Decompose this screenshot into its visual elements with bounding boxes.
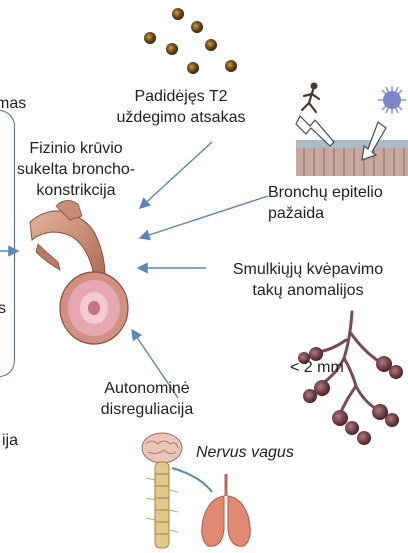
- autonomic-dysregulation-label: Autonominė disreguliacija: [72, 378, 222, 420]
- airway-illustration: [30, 200, 128, 344]
- bottom-left-fragment-label: ija: [2, 430, 18, 451]
- epithelium-icon: [296, 116, 408, 176]
- brain-icon: [142, 433, 182, 463]
- alveoli-icon: [298, 312, 403, 445]
- virus-icon: [378, 86, 406, 114]
- top-left-fragment-label: mas: [0, 93, 26, 114]
- runner-icon: [302, 83, 319, 113]
- particles-icon: [144, 8, 237, 74]
- spine-icon: [146, 462, 178, 548]
- arrow-epithelium: [140, 196, 268, 238]
- vagus-nerve: [172, 468, 212, 492]
- left-fragment-label: s: [0, 298, 6, 319]
- small-airways-label: Smulkiųjų kvėpavimo takų anomalijos: [210, 259, 406, 301]
- arrow-t2: [140, 142, 212, 208]
- nervus-vagus-label: Nervus vagus: [196, 442, 294, 463]
- t2-inflammation-label: Padidėjęs T2 uždegimo atsakas: [98, 86, 264, 128]
- lungs-icon: [202, 474, 251, 546]
- exercise-bronchoconstriction-label: Fizinio krūvio sukelta broncho- konstrik…: [2, 138, 150, 201]
- size-label: < 2 mm: [290, 357, 344, 378]
- epithelial-damage-label: Bronchų epitelio pažaida: [268, 182, 383, 224]
